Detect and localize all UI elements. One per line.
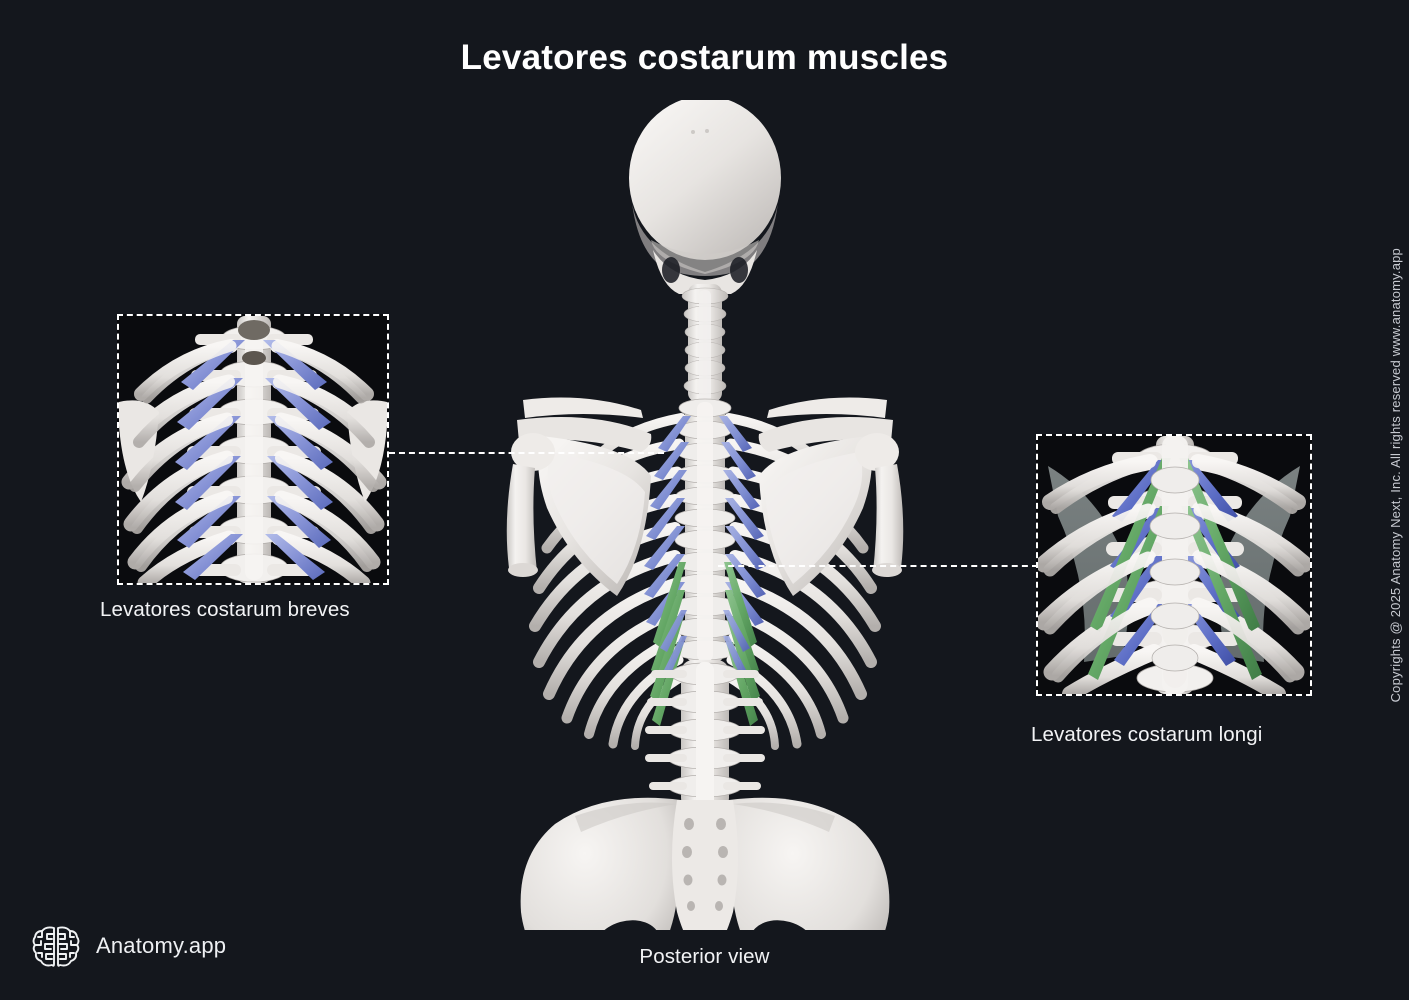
cervical-spine <box>681 284 729 402</box>
brand-name: Anatomy.app <box>96 933 227 958</box>
inset-longi-cartilage <box>1048 466 1300 662</box>
caption-breves: Levatores costarum breves <box>100 598 350 621</box>
brain-icon <box>32 926 80 967</box>
shoulder-girdle-right <box>758 397 904 596</box>
inset-longi-spine-overlay <box>1149 436 1201 694</box>
caption-view: Posterior view <box>639 945 770 968</box>
inset-breves-svg <box>119 316 387 583</box>
caption-longi: Levatores costarum longi <box>1031 723 1263 746</box>
levatores-costarum-longi-main <box>650 562 760 726</box>
brand-logo[interactable]: Anatomy.app <box>30 920 226 972</box>
inset-breves-muscles <box>175 340 333 580</box>
connector-line-breves <box>389 452 664 454</box>
shoulder-girdle-left <box>506 397 652 596</box>
inset-longi-ribs-overlay <box>1043 456 1305 683</box>
levatores-breves-lower-main <box>660 610 750 678</box>
main-skeleton-figure <box>455 100 955 930</box>
page-title: Levatores costarum muscles <box>460 38 949 77</box>
skeleton-posterior-svg <box>506 100 904 930</box>
copyright-text: Copyrights @ 2025 Anatomy Next, Inc. All… <box>1388 248 1403 703</box>
thoracic-spine <box>672 398 738 662</box>
inset-longi-svg <box>1038 436 1310 694</box>
skull <box>629 100 781 294</box>
pelvis <box>520 797 890 930</box>
inset-longi[interactable] <box>1036 434 1312 696</box>
inset-breves[interactable] <box>117 314 389 585</box>
connector-line-longi <box>718 565 1038 567</box>
lumbar-spine <box>645 660 765 810</box>
inset-breves-ribs-overlay <box>129 340 379 572</box>
